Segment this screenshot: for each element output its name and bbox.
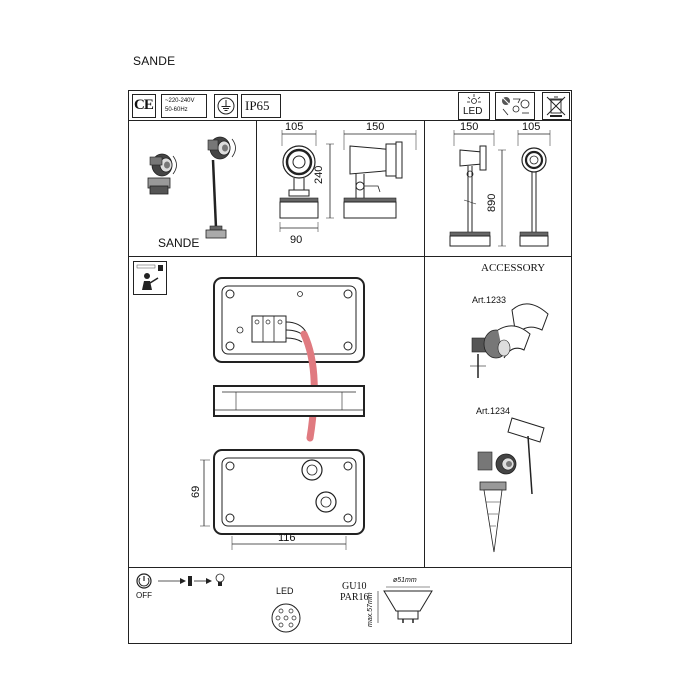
dim-spot-height: 240 [313,165,325,184]
spot-dimension-drawing: 105 150 240 90 [256,120,424,256]
recycle-icon [495,92,535,120]
voltage-line-1: ~220-240V [165,98,195,104]
crossed-bin-icon [542,92,570,120]
ip-rating-text: IP65 [245,98,270,113]
earth-ground-icon [214,94,238,118]
ce-mark-icon: CE [132,94,156,118]
divider [128,120,572,121]
lamp-type-line-1: GU10 [342,581,367,592]
accessory-section: ACCESSORY Art.1233 Art.1234 [424,256,572,567]
dim-pole-height: 890 [486,193,498,212]
led-module-label: LED [276,586,294,596]
voltage-box: ~220-240V 50-60Hz [161,94,207,118]
accessory-heading: ACCESSORY [481,262,546,274]
dim-spot-front-width: 105 [285,121,304,133]
led-label: LED [463,106,483,117]
dim-spot-base-width: 90 [290,234,303,246]
divider [128,567,572,568]
page-title: SANDE [133,54,176,68]
divider [128,256,572,257]
spec-sheet-frame [128,90,572,644]
off-label: OFF [136,591,152,600]
lamp-height: max.57mm [367,592,374,627]
lamp-type-line-2: PAR16 [340,592,369,603]
product-illustration: SANDE [128,120,256,256]
certification-row: CE ~220-240V 50-60Hz IP65 LED [128,90,572,120]
pole-dimension-drawing: 150 105 890 [424,120,572,256]
footer-row: OFF LED GU10 PAR16 ø51mm max.57mm [128,567,572,644]
dim-spot-side-width: 150 [366,121,385,133]
voltage-line-2: 50-60Hz [165,107,188,113]
dim-box-width: 116 [278,532,296,544]
dim-pole-side-width: 105 [522,121,541,133]
ip-rating-box: IP65 [241,94,281,118]
accessory-item-label: Art.1234 [476,406,511,416]
ce-mark-text: CE [134,97,154,113]
product-name-caption: SANDE [158,236,200,250]
divider [424,120,425,567]
dim-pole-front-width: 150 [460,121,479,133]
lamp-diameter: ø51mm [393,577,417,584]
led-icon: LED [458,92,490,120]
accessory-item-label: Art.1233 [472,295,507,305]
junction-box-diagram: 69 116 [190,270,380,560]
divider [256,120,257,256]
electrician-warning-icon [133,261,167,295]
dim-box-height: 69 [190,485,202,498]
